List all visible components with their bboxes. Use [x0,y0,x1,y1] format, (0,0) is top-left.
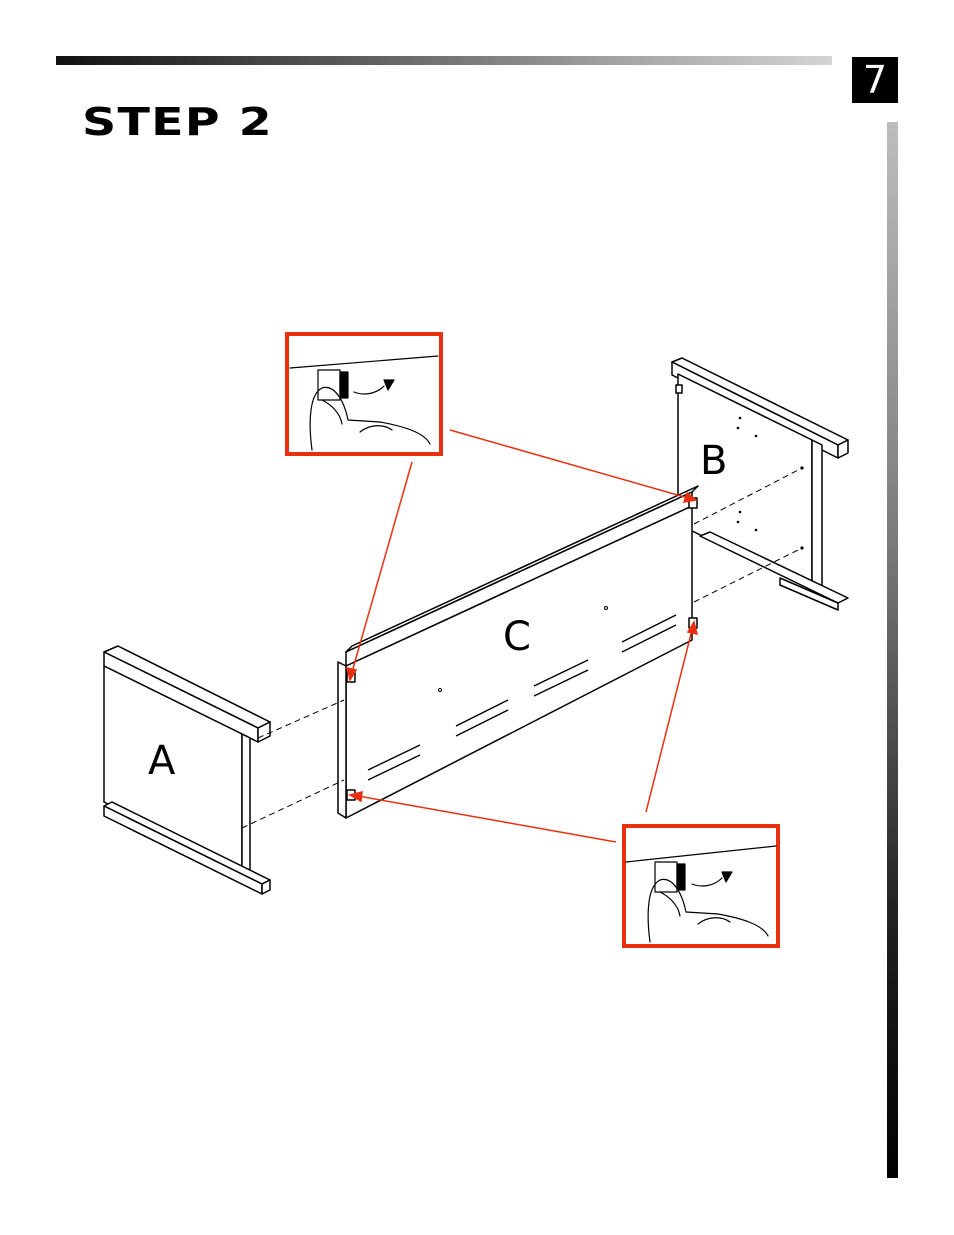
detail-inset-bottom [624,826,778,946]
part-label-a: A [148,738,176,784]
part-label-b: B [700,438,727,484]
panel-b [672,358,848,610]
part-label-c: C [503,614,531,660]
panel-a [104,646,270,894]
detail-inset-top [287,334,441,454]
